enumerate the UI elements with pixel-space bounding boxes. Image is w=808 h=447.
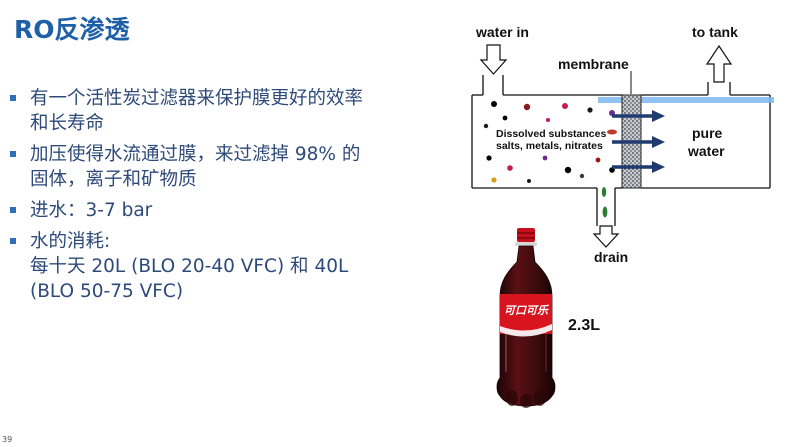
water-in-arrow-icon: [479, 44, 508, 75]
bottle-volume-label: 2.3L: [568, 317, 600, 334]
bottle-brand-text: 可口可乐: [504, 304, 550, 317]
bullet-square-icon: [10, 238, 16, 244]
bullet-text: 有一个活性炭过滤器来保护膜更好的效率: [30, 88, 364, 109]
flow-arrow-icon: [612, 136, 665, 148]
ro-diagram: water in to tank membrane: [471, 24, 774, 408]
membrane-label: membrane: [558, 56, 629, 72]
bullet-item: 加压使得水流通过膜，来过滤掉 98% 的 固体，离子和矿物质: [8, 142, 428, 192]
bullet-text: 水的消耗:: [30, 231, 111, 252]
pure-water-sublabel: water: [687, 143, 725, 159]
drain-arrow-icon: [592, 225, 620, 248]
flow-arrows: [612, 110, 665, 173]
bullet-list: 有一个活性炭过滤器来保护膜更好的效率 和长寿命 加压使得水流通过膜，来过滤掉 9…: [8, 86, 428, 310]
bullet-item: 进水：3-7 bar: [8, 198, 428, 223]
bullet-text: 加压使得水流通过膜，来过滤掉 98% 的: [30, 144, 361, 165]
bullet-text: (BLO 50-75 VFC): [30, 281, 184, 302]
bullet-item: 水的消耗: 每十天 20L (BLO 20-40 VFC) 和 40L (BLO…: [8, 229, 428, 304]
water-in-label: water in: [475, 24, 529, 40]
slide-title: RO反渗透: [14, 15, 130, 44]
bullet-square-icon: [10, 95, 16, 101]
bullet-square-icon: [10, 207, 16, 213]
page-number: 39: [2, 435, 13, 444]
flow-arrow-icon: [612, 110, 665, 122]
flow-arrow-icon: [612, 161, 665, 173]
drain-label: drain: [594, 249, 628, 265]
bottle-label: [500, 294, 552, 334]
to-tank-label: to tank: [692, 24, 738, 40]
bullet-text: 进水：3-7 bar: [30, 200, 153, 221]
cola-bottle: 可口可乐: [496, 228, 556, 408]
pure-water-label: pure: [692, 125, 723, 141]
to-tank-arrow-icon: [705, 44, 733, 83]
bottle-cap: [517, 228, 535, 242]
vessel-outline: [471, 75, 771, 226]
bullet-text: 和长寿命: [30, 113, 105, 134]
bullet-item: 有一个活性炭过滤器来保护膜更好的效率 和长寿命: [8, 86, 428, 136]
dissolved-particles: [483, 101, 617, 218]
bullet-text: 每十天 20L (BLO 20-40 VFC) 和 40L: [30, 256, 349, 277]
dissolved-substances-sublabel: salts, metals, nitrates: [496, 140, 603, 152]
bullet-square-icon: [10, 151, 16, 157]
water-level-line: [598, 97, 774, 103]
dissolved-substances-label: Dissolved substances: [496, 128, 606, 140]
bullet-text: 固体，离子和矿物质: [30, 169, 197, 190]
